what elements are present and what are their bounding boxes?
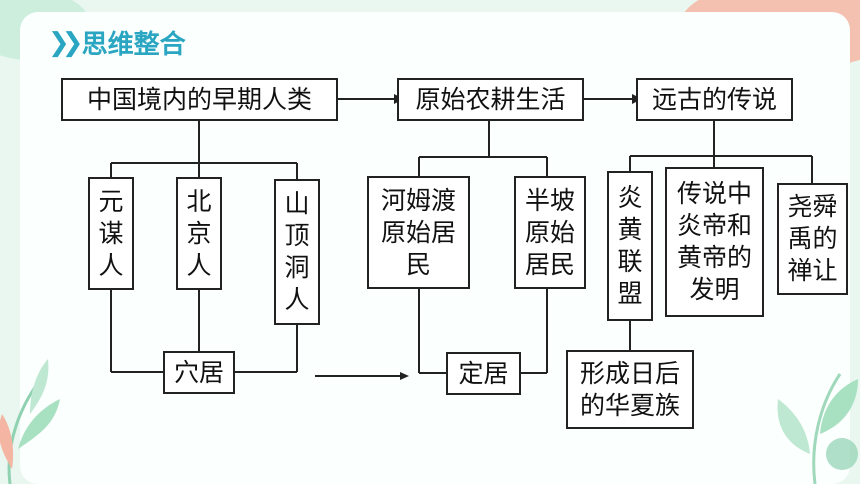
node-yan-huang-label: 炎 黄 联 盟: [617, 183, 643, 308]
arrowhead-3: [400, 372, 409, 380]
node-beijing-label: 北 京 人: [186, 186, 212, 280]
node-shanding: 山 顶 洞 人: [274, 179, 320, 325]
section-title: ❯❯ 思维整合: [48, 24, 186, 61]
node-cave-dwelling-label: 穴居: [173, 357, 224, 387]
node-shanding-label: 山 顶 洞 人: [284, 189, 310, 314]
node-farming-life: 原始农耕生活: [397, 78, 584, 121]
node-huaxia-label: 形成日后 的华夏族: [579, 358, 680, 420]
node-abdication: 尧舜 禹的 禅让: [777, 183, 848, 295]
node-farming-life-label: 原始农耕生活: [415, 84, 566, 114]
leaf-decoration-right-icon: [777, 373, 858, 484]
node-yan-huang: 炎 黄 联 盟: [607, 171, 653, 321]
node-inventions: 传说中 炎帝和 黄帝的 发明: [665, 167, 764, 317]
node-yuanmou-label: 元 谋 人: [98, 186, 124, 280]
node-settled-label: 定居: [458, 358, 509, 388]
node-ancient-legends: 远古的传说: [636, 78, 793, 121]
leaf-decoration-left-icon: [0, 359, 60, 484]
node-ancient-legends-label: 远古的传说: [651, 84, 777, 114]
node-hemudu: 河姆渡 原始居 民: [367, 176, 470, 289]
node-banpo: 半坡 原始 居民: [514, 176, 586, 289]
node-early-humans: 中国境内的早期人类: [61, 78, 338, 121]
node-huaxia: 形成日后 的华夏族: [566, 350, 694, 429]
node-inventions-label: 传说中 炎帝和 黄帝的 发明: [676, 179, 752, 304]
node-banpo-label: 半坡 原始 居民: [524, 185, 575, 279]
node-early-humans-label: 中国境内的早期人类: [86, 84, 312, 114]
node-settled: 定居: [446, 352, 521, 395]
node-cave-dwelling: 穴居: [163, 351, 235, 394]
node-hemudu-label: 河姆渡 原始居 民: [380, 185, 456, 279]
title-text: 思维整合: [81, 30, 186, 60]
node-beijing: 北 京 人: [176, 177, 222, 290]
node-abdication-label: 尧舜 禹的 禅让: [787, 192, 838, 285]
node-yuanmou: 元 谋 人: [88, 177, 134, 290]
